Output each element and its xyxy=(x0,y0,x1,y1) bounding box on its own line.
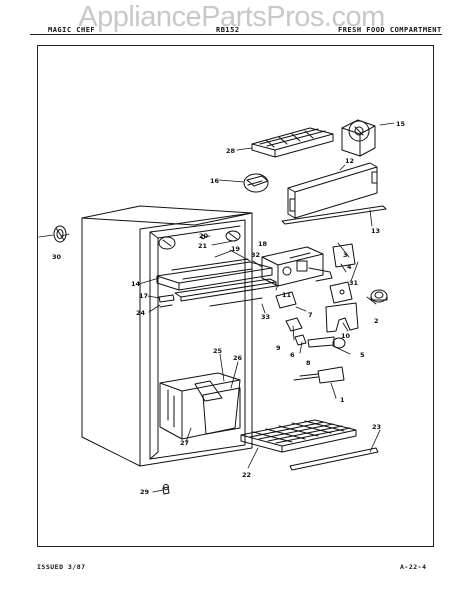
crisper-pans xyxy=(159,372,241,440)
light-socket-assembly xyxy=(285,317,346,349)
callout-labels: 1 2 3 4 5 6 7 8 9 10 11 12 13 14 15 16 1… xyxy=(52,120,406,496)
door-strip xyxy=(281,205,387,225)
callout-3: 3 xyxy=(343,251,348,259)
header-section: FRESH FOOD COMPARTMENT xyxy=(338,26,442,34)
callout-1: 1 xyxy=(340,396,345,404)
callout-29: 29 xyxy=(140,488,150,496)
callout-26: 26 xyxy=(233,354,243,362)
callout-32: 32 xyxy=(251,251,260,259)
wire-shelf xyxy=(240,419,357,453)
thermostat-clip xyxy=(275,291,297,309)
callout-25: 25 xyxy=(213,347,223,355)
light-switch xyxy=(293,366,345,384)
shelf-support xyxy=(158,294,175,308)
callout-28: 28 xyxy=(226,147,236,155)
upper-shelf xyxy=(156,258,273,291)
callout-12: 12 xyxy=(345,157,354,165)
header-brand: MAGIC CHEF xyxy=(48,26,96,34)
leveling-leg xyxy=(162,484,170,495)
callout-5: 5 xyxy=(360,351,365,359)
callout-7: 7 xyxy=(308,311,313,319)
callout-23: 23 xyxy=(372,423,381,431)
callout-20: 20 xyxy=(199,232,209,240)
callout-27: 27 xyxy=(180,439,189,447)
callout-16: 16 xyxy=(210,177,220,185)
hinge-bracket xyxy=(341,119,376,157)
door-hinge xyxy=(243,173,269,193)
callout-18: 18 xyxy=(258,240,268,248)
callout-11: 11 xyxy=(282,291,292,299)
callout-13: 13 xyxy=(371,227,380,235)
callout-24: 24 xyxy=(136,309,146,317)
chiller-tray xyxy=(174,278,277,307)
callout-33: 33 xyxy=(261,313,270,321)
diagram-frame xyxy=(37,45,434,547)
callout-17: 17 xyxy=(139,292,148,300)
footer-page-number: A-22-4 xyxy=(400,563,427,571)
callout-21: 21 xyxy=(198,242,208,250)
callout-6: 6 xyxy=(290,351,295,359)
ice-tray xyxy=(251,127,334,158)
refrigerator-cabinet xyxy=(81,205,253,467)
header-model: RB152 xyxy=(216,26,240,34)
knob xyxy=(53,225,67,243)
footer-issued: ISSUED 3/87 xyxy=(37,563,86,571)
callout-15: 15 xyxy=(396,120,406,128)
cold-control xyxy=(261,246,333,287)
callout-31: 31 xyxy=(349,279,359,287)
leader-lines xyxy=(38,122,395,493)
callout-9: 9 xyxy=(276,344,281,352)
callout-8: 8 xyxy=(306,359,311,367)
callout-14: 14 xyxy=(131,280,141,288)
callout-2: 2 xyxy=(374,317,379,325)
callout-22: 22 xyxy=(242,471,251,479)
header-rule xyxy=(30,34,442,35)
callout-19: 19 xyxy=(231,245,241,253)
light-cover-31 xyxy=(332,243,356,268)
callout-30: 30 xyxy=(52,253,62,261)
control-knob xyxy=(370,289,388,303)
callout-4: 4 xyxy=(347,263,352,271)
shelf-trim xyxy=(289,447,379,471)
evaporator-door xyxy=(287,162,378,219)
light-shield xyxy=(325,302,359,333)
control-bracket xyxy=(329,281,353,304)
callout-10: 10 xyxy=(341,332,351,340)
